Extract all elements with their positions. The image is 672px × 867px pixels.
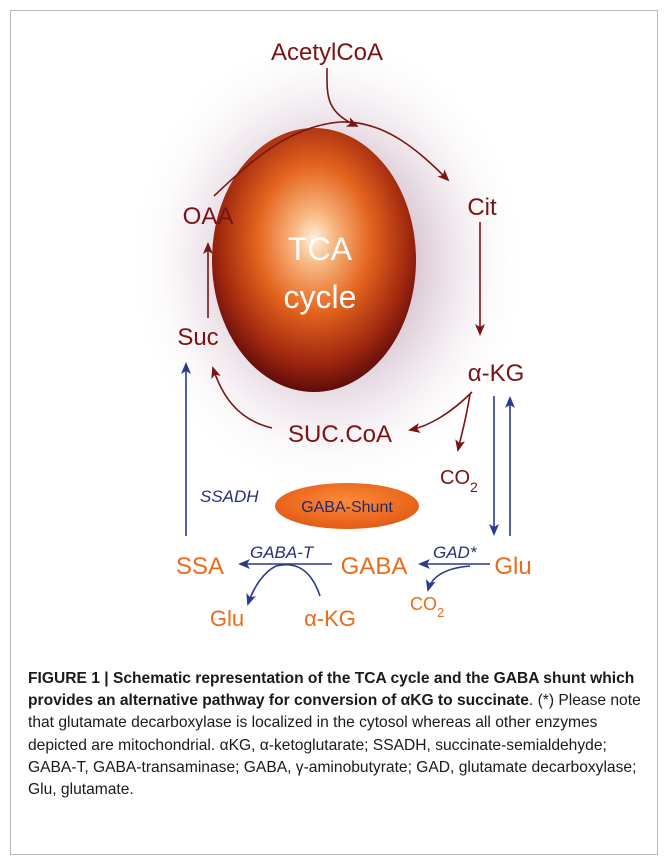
tca-cycle-ellipse — [212, 128, 416, 392]
tca-label: TCA — [288, 231, 353, 267]
gaba-shunt-diagram: TCA cycle GABA-Shunt AcetylCoA Cit OAA S… — [128, 30, 532, 631]
arrow-gad-to-co2 — [425, 565, 471, 592]
co2-upper-label: CO2 — [440, 467, 478, 495]
caption-body: . (*) Please note that glutamate decarbo… — [28, 692, 641, 799]
suc-label: Suc — [177, 324, 218, 351]
figure-frame — [10, 10, 658, 855]
gad-label: GAD* — [433, 543, 478, 562]
glu-right-label: Glu — [494, 553, 531, 580]
gaba-shunt-label: GABA-Shunt — [301, 499, 393, 516]
cycle-label: cycle — [284, 279, 357, 315]
gaba-t-label: GABA-T — [250, 543, 315, 562]
figure-caption: FIGURE 1 | Schematic representation of t… — [28, 668, 652, 801]
co2-upper-subscript: 2 — [470, 479, 478, 495]
co2-upper-base: CO — [440, 467, 470, 489]
arrow-akg-to-glu-transamination — [246, 563, 321, 606]
akg-lower-label: α-KG — [304, 606, 356, 631]
arrow-akg-to-succoa — [408, 391, 473, 433]
ssa-label: SSA — [176, 553, 224, 580]
ssadh-label: SSADH — [200, 487, 259, 506]
acetylcoa-label: AcetylCoA — [271, 39, 383, 66]
succoa-label: SUC.CoA — [288, 421, 392, 448]
co2-lower-subscript: 2 — [437, 605, 444, 620]
arrow-akg-to-co2 — [455, 393, 471, 452]
gaba-shunt-ellipse — [275, 483, 419, 529]
arrow-oaa-to-cit — [213, 121, 450, 197]
gaba-label: GABA — [341, 553, 408, 580]
oaa-label: OAA — [183, 203, 234, 230]
cit-label: Cit — [467, 194, 497, 221]
akg-upper-label: α-KG — [468, 360, 525, 387]
arrow-succoa-to-suc — [211, 366, 273, 429]
co2-lower-label: CO2 — [410, 594, 444, 620]
caption-heading: FIGURE 1 | Schematic representation of t… — [28, 670, 635, 710]
glu-left-label: Glu — [210, 606, 244, 631]
co2-lower-base: CO — [410, 594, 437, 614]
